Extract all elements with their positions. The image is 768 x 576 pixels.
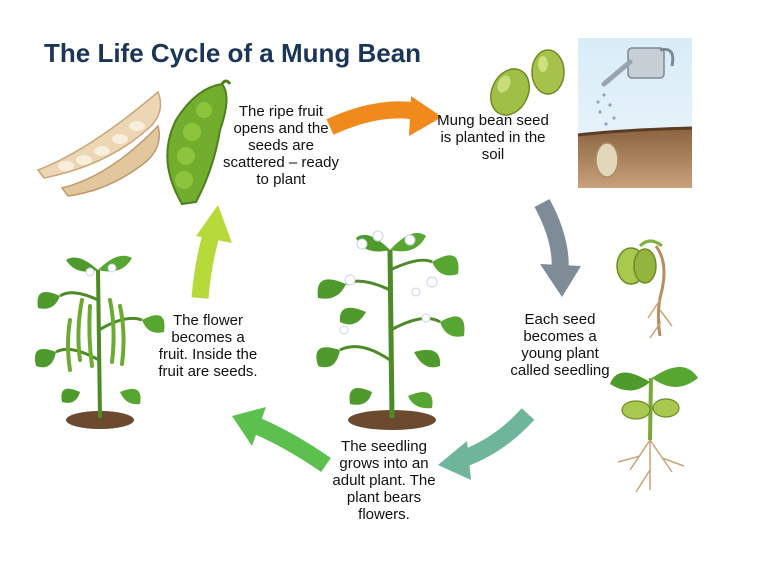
stage-caption-adult-plant: The seedling grows into an adult plant. … — [332, 438, 436, 523]
open-pod-icon — [36, 90, 162, 197]
arrow-orange — [326, 96, 442, 136]
fruiting-plant-icon — [34, 255, 165, 429]
stage-caption-fruit-opens: The ripe fruit opens and the seeds are s… — [223, 103, 339, 188]
page-title: The Life Cycle of a Mung Bean — [44, 38, 422, 68]
stage-caption-planted: Mung bean seed is planted in the soil — [437, 112, 549, 163]
green-pod-icon — [166, 79, 232, 206]
stage-caption-flower-fruit: The flower becomes a fruit. Inside the f… — [158, 312, 258, 380]
arrow-gray — [534, 198, 581, 297]
arrow-teal — [438, 408, 535, 480]
watering-can-icon — [601, 47, 675, 87]
flowering-plant-icon — [316, 230, 465, 430]
seedling-icon — [610, 367, 698, 493]
stage-caption-seedling: Each seed becomes a young plant called s… — [510, 311, 610, 379]
arrow-green — [232, 407, 331, 472]
bean-seeds-icon — [490, 49, 565, 116]
germinating-seed-icon — [616, 239, 673, 339]
arrow-lime — [191, 205, 232, 299]
